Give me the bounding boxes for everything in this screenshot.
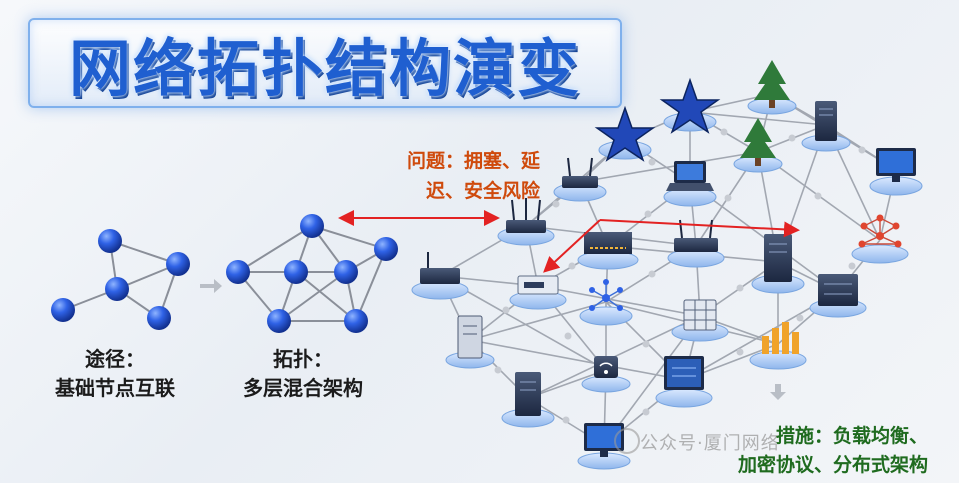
mesh-junctions [494,128,866,424]
node [105,277,129,301]
server-icon [751,234,805,294]
node [334,260,358,284]
dashboard-monitor-icon [655,356,713,408]
page-title-text: 网络拓扑结构演变 [68,32,581,105]
stage2-network [237,225,387,322]
node [374,237,398,261]
stage1-label-title: 途径： [85,347,145,371]
problem-label: 问题：拥塞、延 迟、安全风险 [360,146,540,206]
stage1-label-desc: 基础节点互联 [55,376,175,400]
node [300,214,324,238]
node-cluster-icon [579,279,633,326]
server-icon [801,101,851,152]
wechat-icon [614,428,640,454]
down-arrow-icon [770,384,786,400]
stage2-nodes [226,214,398,333]
router-icon [553,157,607,202]
stage2-label-desc: 多层混合架构 [243,376,363,400]
switch-icon [411,252,469,300]
node [267,309,291,333]
node [284,260,308,284]
router-icon [667,219,725,268]
laptop-icon [663,161,717,207]
stage1-nodes [51,229,190,330]
tree-node-icon [733,118,783,173]
star-node-icon [659,77,721,134]
appliance-icon [509,275,567,310]
measures-line-2: 加密协议、分布式架构 [737,454,928,476]
hub-cluster-icon [851,214,909,264]
server-icon [445,315,495,369]
stage2-label-title: 拓扑： [273,347,333,371]
mesh-devices [411,60,923,470]
monitor-icon [869,148,923,196]
problem-line-1: 问题：拥塞、延 [406,150,540,172]
server-icon [501,372,555,428]
bar-chart-icon [749,322,807,370]
wireless-icon [581,356,631,393]
node [51,298,75,322]
stage-arrow-icon [200,279,222,293]
tree-node-icon [747,60,797,115]
node [147,306,171,330]
node [344,309,368,333]
measures-label: 措施：负载均衡、 加密协议、分布式架构 [700,422,928,480]
star-node-icon [594,105,656,162]
congestion-arrows [543,219,800,273]
page-title: 网络拓扑结构演变 [28,18,622,108]
node [166,252,190,276]
node [226,260,250,284]
rack-server-icon [809,274,867,318]
measures-line-1: 措施：负载均衡、 [775,425,928,447]
node [98,229,122,253]
router-icon [497,198,555,246]
problem-line-2: 迟、安全风险 [425,180,540,202]
stage2-label: 拓扑： 多层混合架构 [228,345,378,403]
switch-icon [577,232,639,270]
stage1-label: 途径： 基础节点互联 [40,345,190,403]
storage-icon [671,299,729,342]
watermark: 公众号·厦门网络 [640,433,780,454]
